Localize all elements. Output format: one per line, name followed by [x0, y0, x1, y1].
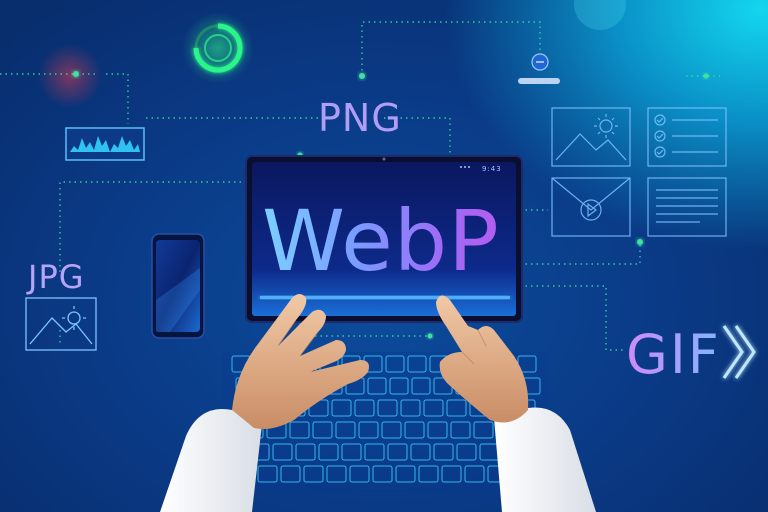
keyboard-key [387, 443, 408, 461]
jpg-image-icon [25, 297, 97, 351]
keyboard-key [411, 377, 431, 395]
keyboard-key [441, 465, 462, 483]
keyboard-key [364, 443, 385, 461]
keyboard-key [377, 399, 398, 417]
keyboard-key [358, 421, 379, 439]
keyboard-key [341, 443, 362, 461]
keyboard-key [303, 465, 324, 483]
keyboard-key [456, 443, 477, 461]
corner-glow [574, 0, 626, 30]
keyboard-key [257, 465, 278, 483]
keyboard-key [385, 355, 405, 373]
jpg-label: JPG [28, 258, 85, 296]
keyboard-key [473, 421, 494, 439]
video-icon [551, 177, 631, 237]
keyboard-key [335, 421, 356, 439]
keyboard-key [349, 465, 370, 483]
gif-label: GIF [626, 323, 721, 386]
toggle-switch-icon [518, 53, 560, 84]
keyboard-key [280, 465, 301, 483]
png-label: PNG [318, 96, 402, 140]
tablet [245, 155, 523, 323]
double-chevron-right-icon [722, 325, 756, 379]
waveform-chart-icon [65, 127, 145, 161]
keyboard-key [367, 377, 387, 395]
keyboard-key [423, 399, 444, 417]
smartphone [151, 233, 205, 339]
right-hand [436, 295, 596, 512]
keyboard-key [272, 443, 293, 461]
keyboard-key [372, 465, 393, 483]
keyboard-key [295, 443, 316, 461]
checklist-icon [647, 107, 727, 167]
keyboard-key [354, 399, 375, 417]
keyboard-key [389, 377, 409, 395]
circular-progress-icon [193, 23, 243, 73]
left-hand [160, 294, 369, 512]
keyboard-key [433, 443, 454, 461]
green-glow [182, 12, 254, 84]
keyboard-key [312, 421, 333, 439]
keyboard-key [404, 421, 425, 439]
tablet-clock: 9:43 [482, 165, 502, 173]
keyboard-key [410, 443, 431, 461]
keyboard-key [289, 421, 310, 439]
text-document-icon [647, 177, 727, 237]
webp-title: WebP [262, 192, 500, 290]
red-glow [38, 44, 102, 108]
keyboard-key [381, 421, 402, 439]
keyboard-key [427, 421, 448, 439]
keyboard-key [331, 399, 352, 417]
keyboard-key [464, 465, 485, 483]
keyboard-key [450, 421, 471, 439]
keyboard-key [407, 355, 427, 373]
keyboard-key [326, 465, 347, 483]
keyboard-key [446, 399, 467, 417]
image-icon [551, 107, 631, 167]
keyboard-key [418, 465, 439, 483]
keyboard-key [318, 443, 339, 461]
keyboard-key [395, 465, 416, 483]
keyboard-key [400, 399, 421, 417]
